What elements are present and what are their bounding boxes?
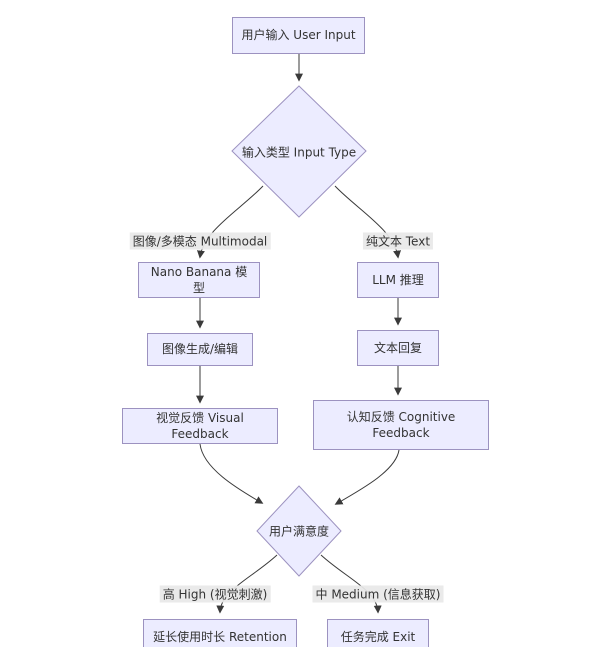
edge-visual-satisfaction xyxy=(199,443,264,504)
node-cognitive-feedback: 认知反馈 Cognitive Feedback xyxy=(313,400,489,450)
node-llm-reasoning: LLM 推理 xyxy=(357,262,439,298)
node-exit: 任务完成 Exit xyxy=(327,619,429,647)
diamond-label-user-satisfaction: 用户满意度 xyxy=(268,524,330,539)
node-nano-banana-model: Nano Banana 模型 xyxy=(138,262,260,298)
edge-label-multimodal: 图像/多模态 Multimodal xyxy=(129,232,271,250)
node-image-generation: 图像生成/编辑 xyxy=(147,333,253,366)
edge-cognitive-satisfaction xyxy=(334,449,400,505)
edge-satisfaction-retention xyxy=(216,554,278,614)
diamond-user-satisfaction xyxy=(256,485,342,577)
diamond-label-input-type: 输入类型 Input Type xyxy=(241,145,357,160)
node-user-input: 用户输入 User Input xyxy=(232,17,365,54)
node-retention: 延长使用时长 Retention xyxy=(143,619,297,647)
diamond-input-type xyxy=(231,85,367,218)
node-visual-feedback: 视觉反馈 Visual Feedback xyxy=(122,408,278,444)
node-text-reply: 文本回复 xyxy=(357,330,439,366)
edge-label-high: 高 High (视觉刺激) xyxy=(159,585,271,603)
edge-label-text: 纯文本 Text xyxy=(362,232,434,250)
edge-satisfaction-exit xyxy=(320,554,382,614)
edge-label-medium: 中 Medium (信息获取) xyxy=(312,585,444,603)
